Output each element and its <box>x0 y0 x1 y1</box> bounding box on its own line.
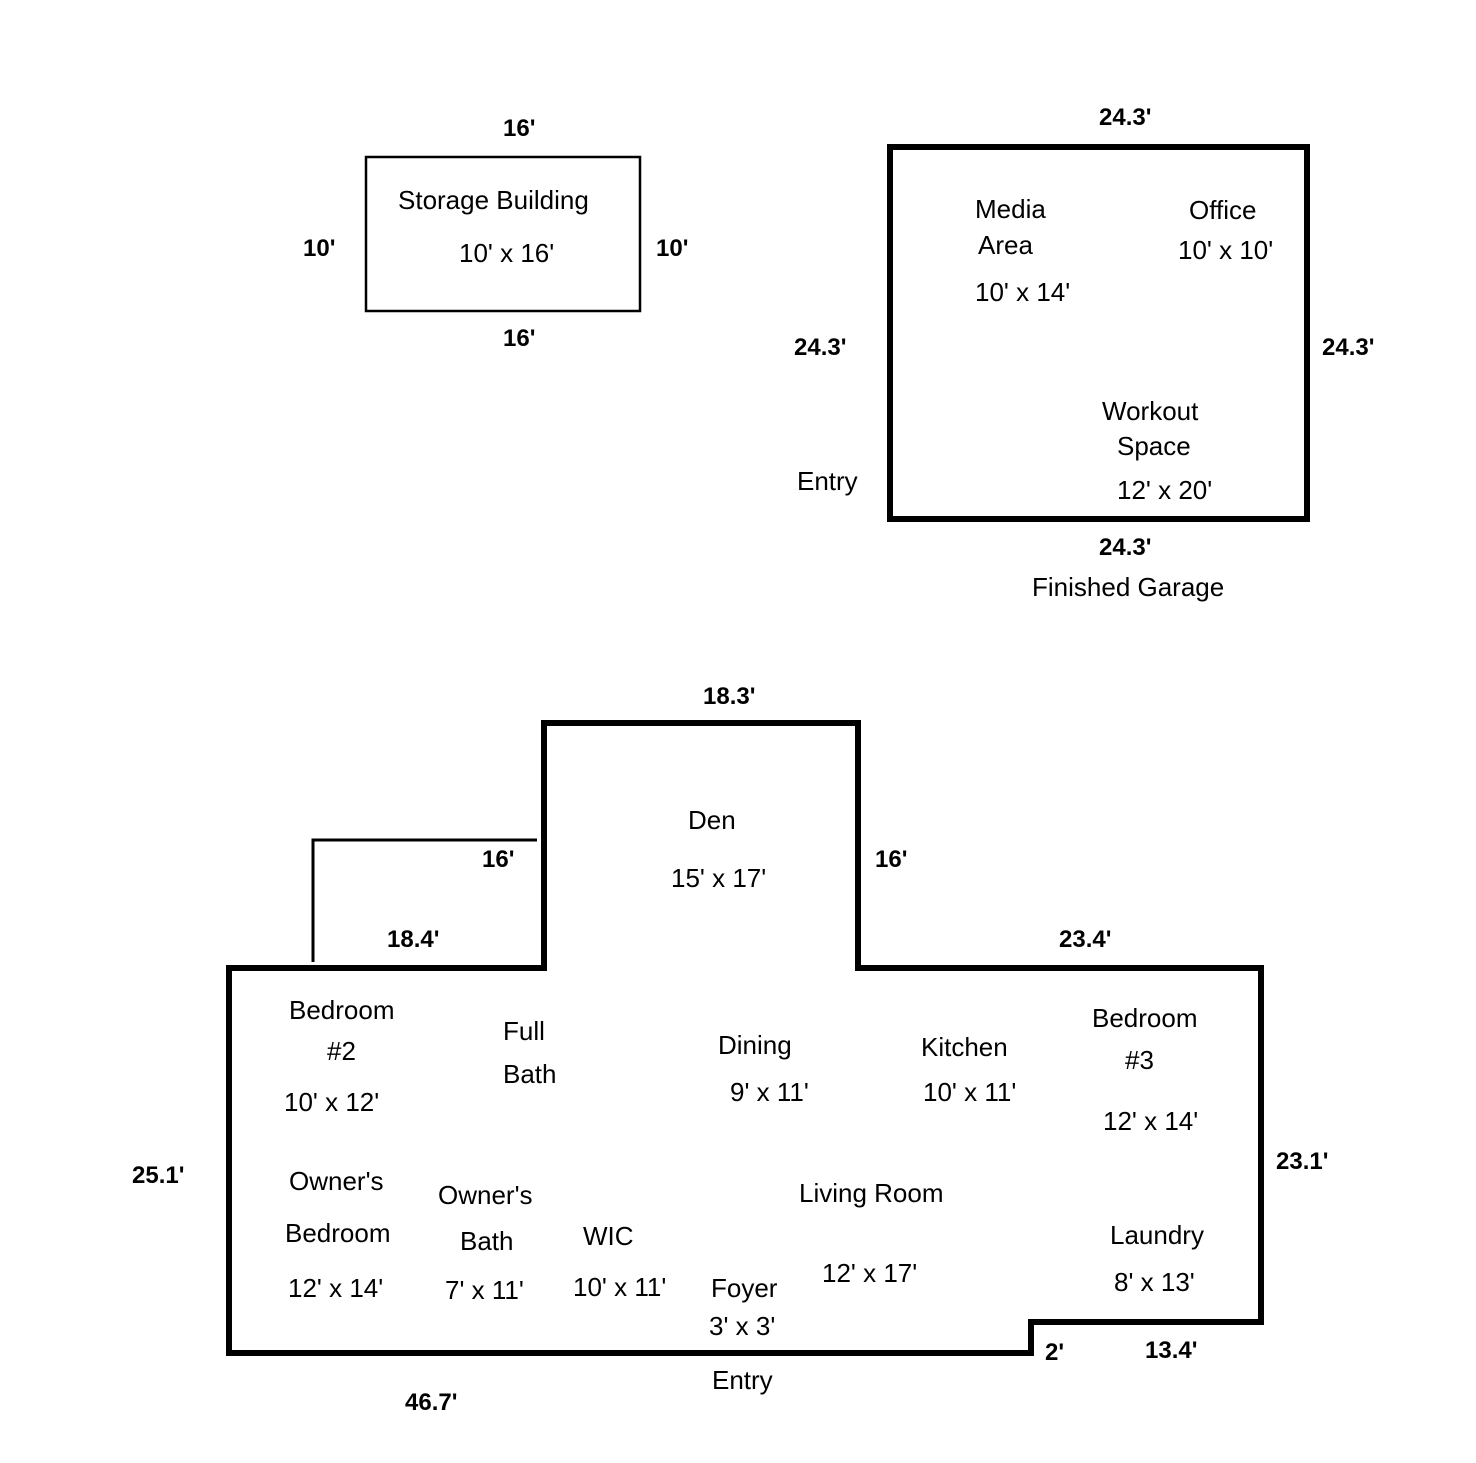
garage-entry: Entry <box>797 466 858 496</box>
storage-dim-right: 10' <box>656 235 689 262</box>
garage-office-size: 10' x 10' <box>1178 235 1274 265</box>
garage-dim-left: 24.3' <box>794 334 847 361</box>
den-name: Den <box>688 805 736 835</box>
foyer-size: 3' x 3' <box>709 1311 776 1341</box>
house-dim-right-top: 23.4' <box>1059 926 1112 953</box>
kitchen-name: Kitchen <box>921 1032 1008 1062</box>
den-size: 15' x 17' <box>671 863 767 893</box>
garage-media-size: 10' x 14' <box>975 277 1071 307</box>
wic-size: 10' x 11' <box>573 1272 667 1302</box>
storage-dim-left: 10' <box>303 235 336 262</box>
bedroom2-name-2: #2 <box>327 1036 356 1066</box>
garage-caption: Finished Garage <box>1032 572 1225 602</box>
living-room-name: Living Room <box>799 1178 944 1208</box>
garage-office-name: Office <box>1189 195 1257 225</box>
garage-dim-top: 24.3' <box>1099 104 1152 131</box>
bedroom3-size: 12' x 14' <box>1103 1106 1199 1136</box>
den-dim-right: 16' <box>875 846 908 873</box>
garage-media-name-1: Media <box>975 194 1046 224</box>
wic-name: WIC <box>583 1221 634 1251</box>
house-outline <box>226 720 1264 1356</box>
laundry-name: Laundry <box>1110 1220 1204 1250</box>
bedroom2-name-1: Bedroom <box>289 995 395 1025</box>
bedroom3-name-2: #3 <box>1125 1045 1154 1075</box>
garage-dim-bottom: 24.3' <box>1099 534 1152 561</box>
garage-media-name-2: Area <box>978 230 1033 260</box>
full-bath-name-1: Full <box>503 1016 545 1046</box>
dining-name: Dining <box>718 1030 792 1060</box>
owners-bedroom-name-1: Owner's <box>289 1166 384 1196</box>
garage-outline <box>887 144 1310 522</box>
kitchen-size: 10' x 11' <box>923 1077 1017 1107</box>
laundry-size: 8' x 13' <box>1114 1267 1195 1297</box>
den-dim-top: 18.3' <box>703 683 756 710</box>
storage-building-size: 10' x 16' <box>459 238 555 268</box>
den-dim-left: 16' <box>482 846 515 873</box>
dining-size: 9' x 11' <box>730 1077 809 1107</box>
storage-dim-top: 16' <box>503 115 536 142</box>
house-dim-bottom: 46.7' <box>405 1389 458 1416</box>
owners-bath-name-1: Owner's <box>438 1180 533 1210</box>
bedroom3-name-1: Bedroom <box>1092 1003 1198 1033</box>
owners-bedroom-name-2: Bedroom <box>285 1218 391 1248</box>
full-bath-name-2: Bath <box>503 1059 557 1089</box>
storage-dim-bottom: 16' <box>503 325 536 352</box>
house-dim-step: 2' <box>1045 1339 1065 1366</box>
garage-workout-size: 12' x 20' <box>1117 475 1213 505</box>
garage-dim-right: 24.3' <box>1322 334 1375 361</box>
house-dim-bottom-right: 13.4' <box>1145 1337 1198 1364</box>
garage-workout-name-2: Space <box>1117 431 1191 461</box>
foyer-name: Foyer <box>711 1273 778 1303</box>
storage-building-name: Storage Building <box>398 185 589 215</box>
house-dim-left-side: 25.1' <box>132 1162 185 1189</box>
storage-building-outline <box>364 155 642 313</box>
house-dim-left-top: 18.4' <box>387 926 440 953</box>
house-dim-right-side: 23.1' <box>1276 1148 1329 1175</box>
owners-bath-size: 7' x 11' <box>445 1275 524 1305</box>
owners-bedroom-size: 12' x 14' <box>288 1273 384 1303</box>
patio-outline <box>311 838 537 962</box>
owners-bath-name-2: Bath <box>460 1226 514 1256</box>
house-entry: Entry <box>712 1365 773 1395</box>
living-room-size: 12' x 17' <box>822 1258 918 1288</box>
garage-workout-name-1: Workout <box>1102 396 1199 426</box>
bedroom2-size: 10' x 12' <box>284 1087 380 1117</box>
